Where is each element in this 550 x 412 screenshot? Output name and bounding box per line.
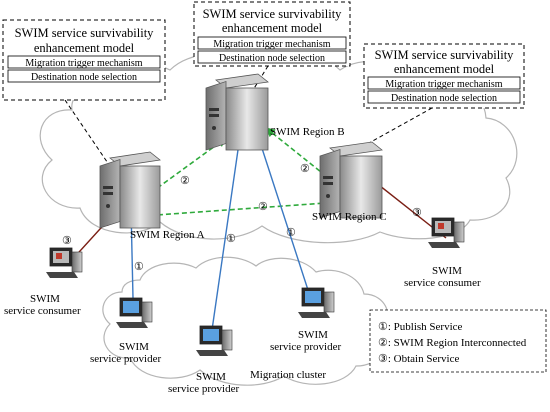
marker-two-bc: ② <box>300 163 310 175</box>
provider-mid-label-2: service provider <box>168 383 239 395</box>
model-row-trigger: Migration trigger mechanism <box>385 79 502 90</box>
region-b-label: SWIM Region B <box>270 126 345 138</box>
pc-provider-left <box>116 297 153 328</box>
legend-item-obtain: ③: Obtain Service <box>378 353 459 365</box>
interconnect-b-a <box>133 137 227 206</box>
model-row-trigger: Migration trigger mechanism <box>25 58 142 69</box>
marker-one-mid: ① <box>226 233 236 245</box>
model-title-line1: SWIM service survivability <box>15 26 155 40</box>
consumer-left-label-1: SWIM <box>30 293 60 305</box>
publish-right <box>256 135 309 291</box>
region-c-label: SWIM Region C <box>312 211 387 223</box>
legend-item-publish: ①: Publish Service <box>378 321 463 333</box>
provider-left-label-2: service provider <box>90 353 161 365</box>
model-title-line2: enhancement model <box>394 62 495 76</box>
model-title-line2: enhancement model <box>222 21 323 35</box>
provider-right-label-1: SWIM <box>298 329 328 341</box>
marker-one-left: ① <box>134 261 144 273</box>
provider-mid-label-1: SWIM <box>196 371 226 383</box>
consumer-right-label-2: service consumer <box>404 277 481 289</box>
consumer-left-label-2: service consumer <box>4 305 81 317</box>
marker-two-ab: ② <box>180 175 190 187</box>
legend: ①: Publish Service ②: SWIM Region Interc… <box>369 309 547 373</box>
server-region-c <box>319 141 383 219</box>
provider-left-label-1: SWIM <box>119 341 149 353</box>
pc-consumer-right <box>428 217 465 248</box>
pc-provider-right <box>298 287 335 318</box>
marker-one-right: ① <box>286 227 296 239</box>
server-region-a <box>99 151 161 229</box>
provider-right-label-2: service provider <box>270 341 341 353</box>
marker-two-ac: ② <box>258 201 268 213</box>
model-box-right: SWIM service survivability enhancement m… <box>363 43 525 109</box>
publish-mid <box>211 135 244 331</box>
model-title-line1: SWIM service survivability <box>203 7 343 21</box>
marker-three-left: ③ <box>62 235 72 247</box>
interconnect-a-c <box>141 197 341 221</box>
model-row-trigger: Migration trigger mechanism <box>213 39 330 50</box>
migration-cluster-label: Migration cluster <box>250 369 326 381</box>
pc-provider-mid <box>196 325 233 356</box>
consumer-right-label-1: SWIM <box>432 265 462 277</box>
pc-consumer-left <box>46 247 83 278</box>
model-row-selection: Destination node selection <box>31 72 137 83</box>
model-box-center: SWIM service survivability enhancement m… <box>193 1 351 67</box>
legend-item-interconnect: ②: SWIM Region Interconnected <box>378 337 527 349</box>
model-title-line1: SWIM service survivability <box>375 48 515 62</box>
marker-three-right: ③ <box>412 207 422 219</box>
model-title-line2: enhancement model <box>34 41 135 55</box>
model-row-selection: Destination node selection <box>219 53 325 64</box>
model-row-selection: Destination node selection <box>391 93 497 104</box>
region-a-label: SWIM Region A <box>130 229 205 241</box>
model-box-left: SWIM service survivability enhancement m… <box>2 19 166 101</box>
server-region-b <box>205 73 269 151</box>
